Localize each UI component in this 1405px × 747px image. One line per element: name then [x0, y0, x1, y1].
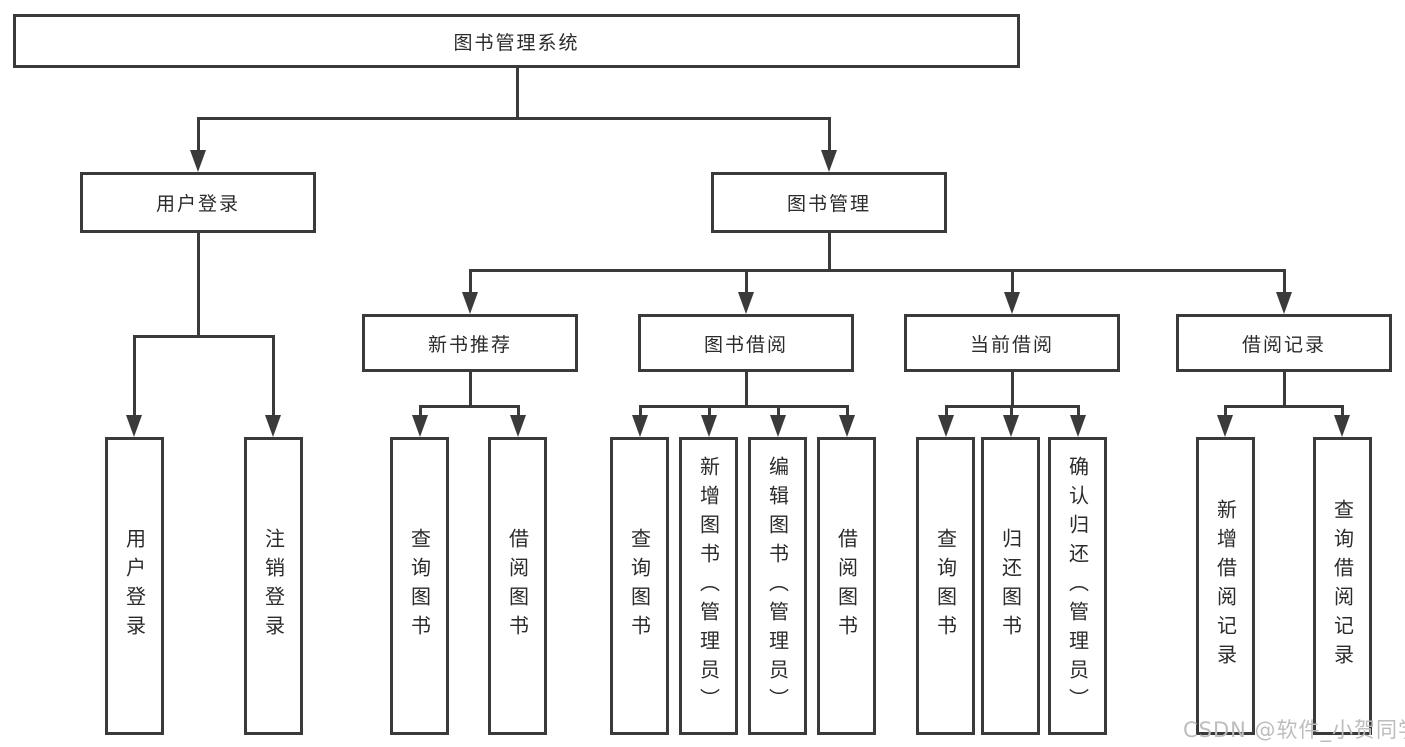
- connector-recommend-stem: [468, 372, 472, 408]
- connector-leaf-drop: [1340, 405, 1344, 419]
- node-user-login: 用户登录: [80, 172, 316, 233]
- arrow-down-icon: [510, 415, 526, 437]
- node-label: 查询借阅记录: [1330, 499, 1355, 673]
- node-label: 查询图书: [627, 528, 652, 644]
- node-label: 当前借阅: [969, 333, 1054, 356]
- node-borrow-record: 借阅记录: [1176, 314, 1392, 372]
- connector-level2-rail: [196, 117, 831, 120]
- arrow-down-icon: [1004, 292, 1020, 314]
- node-label: 归还图书: [998, 528, 1023, 644]
- leaf-add-book-admin: 新增图书（管理员）: [679, 437, 738, 735]
- leaf-confirm-return-admin: 确认归还（管理员）: [1048, 437, 1107, 735]
- connector-leaf-drop: [418, 405, 422, 419]
- arrow-down-icon: [190, 150, 206, 172]
- node-label: 图书管理: [786, 193, 871, 215]
- node-label: 查询图书: [933, 528, 958, 644]
- arrow-down-icon: [265, 415, 281, 437]
- connector-leaf-drop: [1076, 405, 1080, 419]
- arrow-down-icon: [1217, 415, 1233, 437]
- arrow-down-icon: [839, 415, 855, 437]
- connector-leaf-drop: [776, 405, 780, 419]
- connector-leaf-drop: [1009, 405, 1013, 419]
- node-label: 确认归还（管理员）: [1065, 455, 1090, 717]
- connector-leaf-drop: [944, 405, 948, 419]
- arrow-down-icon: [1003, 415, 1019, 437]
- connector-book-mgmt-drop: [827, 117, 831, 153]
- connector-borrow-stem: [744, 372, 748, 408]
- leaf-borrow-books-recommend: 借阅图书: [488, 437, 547, 735]
- node-label: 图书管理系统: [453, 31, 580, 54]
- arrow-down-icon: [462, 292, 478, 314]
- arrow-down-icon: [738, 292, 754, 314]
- arrow-down-icon: [821, 150, 837, 172]
- node-label: 新增图书（管理员）: [696, 455, 721, 717]
- leaf-user-login: 用户登录: [105, 437, 164, 735]
- node-current-borrow: 当前借阅: [904, 314, 1120, 372]
- csdn-watermark: CSDN @软件_小贺同学: [1183, 718, 1405, 742]
- connector-leaf-drop: [271, 335, 275, 418]
- node-label: 查询图书: [407, 528, 432, 644]
- node-label: 图书借阅: [703, 333, 788, 356]
- connector-user-login-drop: [196, 117, 200, 153]
- node-label: 借阅图书: [505, 528, 530, 644]
- node-label: 借阅图书: [834, 528, 859, 644]
- connector-book-mgmt-stem: [827, 233, 831, 272]
- connector-level3-rail: [468, 269, 1286, 272]
- node-label: 注销登录: [261, 528, 286, 644]
- arrow-down-icon: [412, 415, 428, 437]
- connector-user-login-stem: [196, 233, 200, 338]
- node-new-book-recommend: 新书推荐: [362, 314, 578, 372]
- arrow-down-icon: [938, 415, 954, 437]
- arrow-down-icon: [632, 415, 648, 437]
- connector-record-stem: [1282, 372, 1286, 408]
- node-label: 借阅记录: [1241, 333, 1326, 356]
- connector-level3-drop: [1010, 269, 1014, 295]
- connector-root-stem: [515, 68, 519, 119]
- node-label: 新书推荐: [427, 333, 512, 356]
- node-label: 编辑图书（管理员）: [765, 455, 790, 717]
- connector-leaf-drop: [1223, 405, 1227, 419]
- connector-current-stem: [1010, 372, 1014, 408]
- leaf-query-books-borrow: 查询图书: [610, 437, 669, 735]
- leaf-logout-login: 注销登录: [244, 437, 303, 735]
- leaf-query-books-current: 查询图书: [916, 437, 975, 735]
- node-label: 用户登录: [122, 528, 147, 644]
- leaf-borrow-books-borrow: 借阅图书: [817, 437, 876, 735]
- arrow-down-icon: [126, 415, 142, 437]
- leaf-query-borrow-record: 查询借阅记录: [1313, 437, 1372, 735]
- leaf-return-book: 归还图书: [981, 437, 1040, 735]
- leaf-edit-book-admin: 编辑图书（管理员）: [748, 437, 807, 735]
- connector-borrow-leaves-rail: [638, 405, 849, 408]
- connector-level3-drop: [1282, 269, 1286, 295]
- connector-level3-drop: [468, 269, 472, 295]
- node-label: 新增借阅记录: [1213, 499, 1238, 673]
- leaf-add-borrow-record: 新增借阅记录: [1196, 437, 1255, 735]
- arrow-down-icon: [1334, 415, 1350, 437]
- connector-leaf-drop: [845, 405, 849, 419]
- connector-recommend-leaves-rail: [418, 405, 520, 408]
- connector-leaf-drop: [516, 405, 520, 419]
- node-book-management: 图书管理: [711, 172, 947, 233]
- node-label: 用户登录: [155, 193, 240, 215]
- arrow-down-icon: [1276, 292, 1292, 314]
- connector-leaf-drop: [707, 405, 711, 419]
- leaf-query-books-recommend: 查询图书: [390, 437, 449, 735]
- arrow-down-icon: [770, 415, 786, 437]
- node-root-system: 图书管理系统: [13, 14, 1020, 68]
- connector-level3-drop: [744, 269, 748, 295]
- node-book-borrow: 图书借阅: [638, 314, 854, 372]
- arrow-down-icon: [701, 415, 717, 437]
- connector-leaf-drop: [132, 335, 136, 418]
- connector-record-leaves-rail: [1223, 405, 1344, 408]
- connector-leaf-drop: [638, 405, 642, 419]
- arrow-down-icon: [1070, 415, 1086, 437]
- connector-user-leaves-rail: [132, 335, 275, 338]
